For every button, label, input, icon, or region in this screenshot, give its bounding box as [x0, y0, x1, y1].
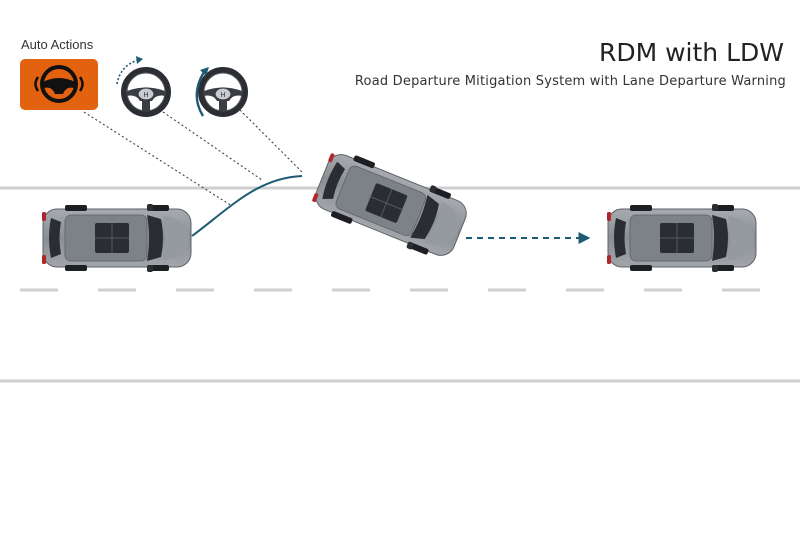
steering-warning-icon	[20, 59, 98, 110]
leader-line-wheel-left	[239, 109, 303, 173]
leader-line-wheel-right	[162, 111, 263, 181]
car-departing	[308, 144, 473, 265]
car-start	[41, 203, 192, 273]
steering-wheel-turn-right-icon	[116, 56, 168, 114]
vehicle-path	[191, 175, 303, 237]
auto-actions-label: Auto Actions	[21, 37, 94, 52]
car-corrected	[606, 203, 757, 273]
diagram-subtitle: Road Departure Mitigation System with La…	[354, 74, 786, 89]
steering-wheel-turn-left-icon	[195, 67, 245, 116]
leader-lines	[83, 109, 303, 207]
leader-line-warning	[83, 111, 233, 207]
diagram-title: RDM with LDW	[598, 38, 784, 67]
